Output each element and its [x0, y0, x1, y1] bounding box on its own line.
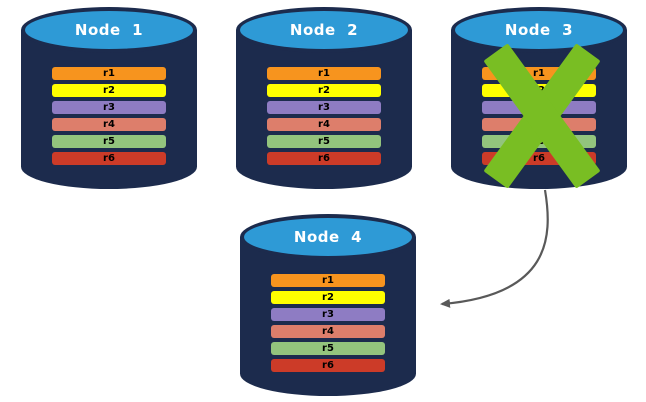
node-4-cylinder-top: Node 4 [240, 214, 416, 260]
replica-row: r3 [267, 101, 381, 114]
replica-row: r4 [52, 118, 166, 131]
node-2-replica-rows: r1 r2 r3 r4 r5 r6 [267, 67, 381, 169]
replica-row: r4 [271, 325, 385, 338]
replica-row: r2 [52, 84, 166, 97]
replica-row: r1 [267, 67, 381, 80]
replica-row: r3 [271, 308, 385, 321]
node-4: Node 4 r1 r2 r3 r4 r5 r6 [240, 214, 416, 396]
node-2: Node 2 r1 r2 r3 r4 r5 r6 [236, 7, 412, 189]
replica-row: r5 [271, 342, 385, 355]
node-3-title: Node 3 [504, 21, 574, 39]
replica-row: r6 [52, 152, 166, 165]
node-3-cylinder-top: Node 3 [451, 7, 627, 53]
replica-row: r6 [267, 152, 381, 165]
node-2-cylinder-top: Node 2 [236, 7, 412, 53]
replica-row: r2 [271, 291, 385, 304]
replica-row: r2 [267, 84, 381, 97]
node-3: Node 3 r1 r2 r3 r4 r5 r6 [451, 7, 627, 189]
replica-row: r1 [271, 274, 385, 287]
replica-row: r1 [52, 67, 166, 80]
node-4-replica-rows: r1 r2 r3 r4 r5 r6 [271, 274, 385, 376]
node-1-cylinder-top: Node 1 [21, 7, 197, 53]
node-4-title: Node 4 [293, 228, 363, 246]
failover-arrow-path [440, 189, 549, 308]
replica-row: r5 [267, 135, 381, 148]
node-1-title: Node 1 [74, 21, 144, 39]
replica-row: r5 [52, 135, 166, 148]
node-1-replica-rows: r1 r2 r3 r4 r5 r6 [52, 67, 166, 169]
replica-row: r3 [52, 101, 166, 114]
node-1: Node 1 r1 r2 r3 r4 r5 r6 [21, 7, 197, 189]
replica-row: r6 [271, 359, 385, 372]
node-2-title: Node 2 [289, 21, 359, 39]
replica-row: r4 [267, 118, 381, 131]
